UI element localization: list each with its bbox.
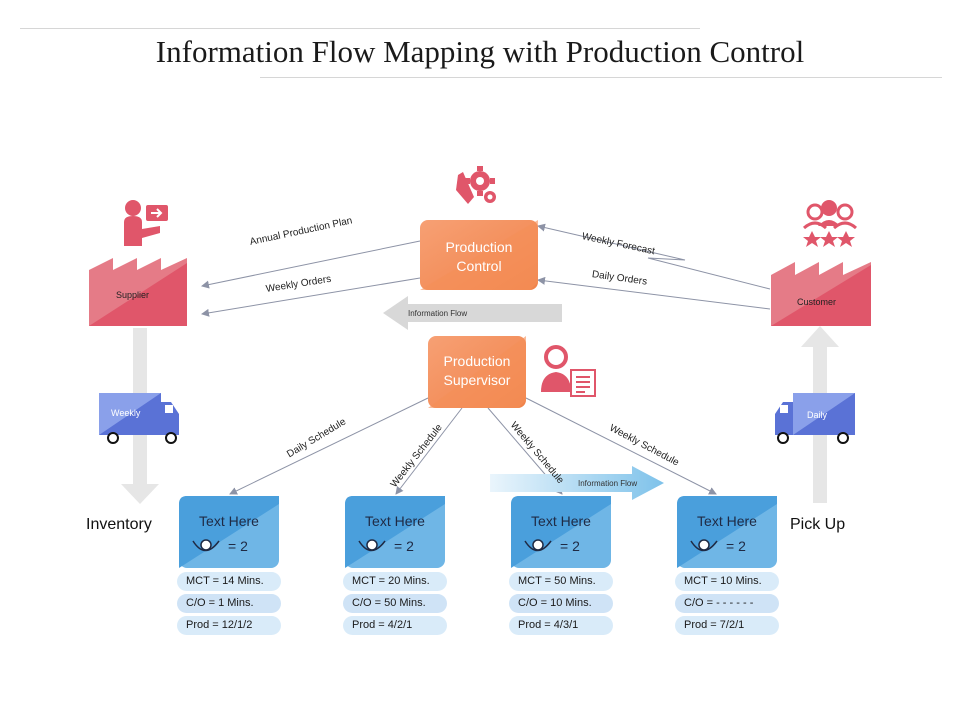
- connector-lines: [201, 223, 771, 495]
- process-4-co: C/O = - - - - - -: [675, 594, 779, 613]
- rating-stars-icon: [803, 231, 855, 247]
- daily-schedule-line: [229, 397, 429, 495]
- supplier-label: Supplier: [116, 290, 150, 300]
- weekly-truck-label: Weekly: [111, 408, 141, 418]
- process-count-3: = 2: [560, 538, 580, 554]
- process-1-mct: MCT = 14 Mins.: [177, 572, 281, 591]
- weekly-forecast-line: [537, 223, 771, 290]
- customer-factory: [771, 262, 871, 326]
- gear-hand-icon: [456, 166, 496, 204]
- annual-plan-line: [201, 240, 421, 289]
- customer-label: Customer: [797, 297, 837, 307]
- process-count-2: = 2: [394, 538, 414, 554]
- process-box-4: [677, 496, 777, 568]
- production-control-box: [420, 220, 538, 290]
- process-3-co: C/O = 10 Mins.: [509, 594, 613, 613]
- title-top-rule: [20, 28, 700, 29]
- process-4-mct: MCT = 10 Mins.: [675, 572, 779, 591]
- daily-truck-label: Daily: [807, 410, 828, 420]
- process-3-prod: Prod = 4/3/1: [509, 616, 613, 635]
- process-2-co: C/O = 50 Mins.: [343, 594, 447, 613]
- process-1-co: C/O = 1 Mins.: [177, 594, 281, 613]
- production-supervisor-label: Production Supervisor: [443, 353, 511, 388]
- production-control-label: Production Control: [445, 239, 513, 274]
- weekly-schedule-line-1: [395, 407, 463, 495]
- operator-icon-2: [358, 539, 386, 552]
- page-title: Information Flow Mapping with Production…: [155, 34, 805, 69]
- process-count-4: = 2: [726, 538, 746, 554]
- customer-group-icon: [802, 200, 858, 230]
- daily-orders-line: [537, 276, 771, 310]
- operator-icon-1: [192, 539, 220, 552]
- process-title-3: Text Here: [531, 513, 591, 529]
- process-title-1: Text Here: [199, 513, 259, 529]
- title-bottom-rule: [260, 77, 942, 78]
- process-title-4: Text Here: [697, 513, 757, 529]
- supplier-factory: [89, 258, 187, 326]
- pickup-label: Pick Up: [790, 516, 846, 533]
- inventory-label: Inventory: [86, 516, 152, 533]
- process-boxes: [179, 496, 777, 568]
- weekly-schedule-line-3: [525, 397, 717, 495]
- information-flow-arrow-right: [490, 466, 664, 500]
- process-3-mct: MCT = 50 Mins.: [509, 572, 613, 591]
- information-flow-label-2: Information Flow: [578, 479, 638, 488]
- process-4-prod: Prod = 7/2/1: [675, 616, 779, 635]
- process-2-prod: Prod = 4/2/1: [343, 616, 447, 635]
- weekly-orders-line: [201, 277, 421, 317]
- supervisor-person-icon: [541, 345, 596, 397]
- supplier-person-icon: [124, 200, 168, 246]
- weekly-truck: [99, 393, 179, 444]
- process-1-prod: Prod = 12/1/2: [177, 616, 281, 635]
- process-title-2: Text Here: [365, 513, 425, 529]
- daily-truck: [775, 393, 855, 444]
- process-box-3: [511, 496, 611, 568]
- operator-icons: [192, 539, 718, 552]
- information-flow-label-1: Information Flow: [408, 309, 468, 318]
- process-count-1: = 2: [228, 538, 248, 554]
- process-2-mct: MCT = 20 Mins.: [343, 572, 447, 591]
- information-flow-arrow-left: [383, 296, 562, 330]
- process-box-2: [345, 496, 445, 568]
- process-box-1: [179, 496, 279, 568]
- operator-icon-3: [524, 539, 552, 552]
- production-supervisor-box: [428, 336, 526, 408]
- operator-icon-4: [690, 539, 718, 552]
